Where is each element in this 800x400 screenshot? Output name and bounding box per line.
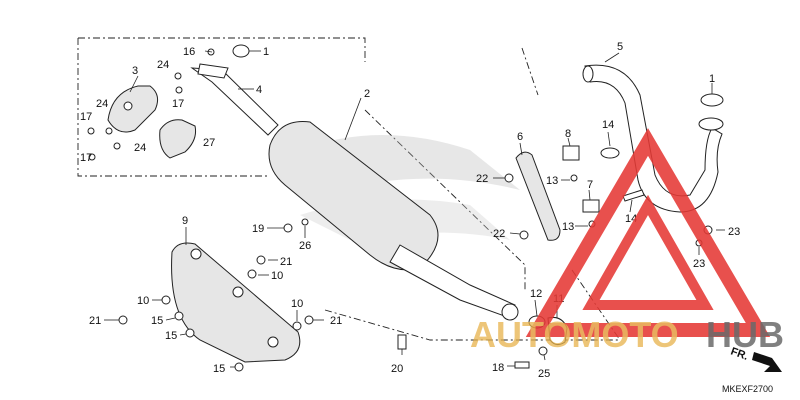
callout-12: 12 [530, 288, 542, 300]
callout-15: 15 [151, 315, 163, 327]
joint-pipe-4 [190, 63, 279, 136]
callout-24: 24 [157, 59, 169, 71]
callout-22: 22 [493, 228, 505, 240]
callout-21: 21 [89, 315, 101, 327]
callout-15: 15 [213, 363, 225, 375]
leader-lines [104, 50, 725, 368]
front-direction-indicator: FR. [729, 346, 782, 372]
callout-14: 14 [602, 119, 614, 131]
fasteners-top-left [87, 48, 215, 161]
callout-4: 4 [256, 84, 262, 96]
exhaust-pipe-5 [582, 64, 723, 213]
clamp-8 [562, 145, 580, 161]
callout-27: 27 [203, 137, 215, 149]
stay-7 [582, 199, 600, 213]
callout-21: 21 [280, 256, 292, 268]
callout-23: 23 [693, 258, 705, 270]
callout-15: 15 [165, 330, 177, 342]
watermark-text-left: AUTOMOTO [470, 314, 679, 355]
callout-1: 1 [709, 73, 715, 85]
callout-17: 17 [80, 111, 92, 123]
callout-20: 20 [391, 363, 403, 375]
callout-3: 3 [132, 65, 138, 77]
callout-10: 10 [271, 270, 283, 282]
callout-24: 24 [96, 98, 108, 110]
callout-19: 19 [252, 223, 264, 235]
callout-18: 18 [492, 362, 504, 374]
gasket-1-right [700, 93, 724, 107]
clamp-band-14 [600, 147, 620, 159]
callout-13: 13 [562, 221, 574, 233]
heat-guard-6 [515, 151, 561, 241]
heat-guard-group-frame [77, 37, 366, 177]
callout-2: 2 [364, 88, 370, 100]
callout-13: 13 [546, 175, 558, 187]
callout-1: 1 [263, 46, 269, 58]
callout-26: 26 [299, 240, 311, 252]
callout-21: 21 [330, 315, 342, 327]
callout-25: 25 [538, 368, 550, 380]
callout-17: 17 [80, 152, 92, 164]
gasket-1-top [232, 44, 250, 58]
front-direction-label: FR. [729, 346, 750, 363]
arrow-right-icon [752, 352, 782, 372]
callout-numbers: 16 1 3 24 24 24 17 17 17 27 4 2 5 1 6 8 … [80, 41, 740, 380]
callout-5: 5 [617, 41, 623, 53]
callout-9: 9 [182, 215, 188, 227]
callout-8: 8 [565, 128, 571, 140]
heat-shield-9 [171, 242, 301, 363]
callout-17: 17 [172, 98, 184, 110]
callout-7: 7 [587, 179, 593, 191]
watermark-logo: AUTOMOTO HUB [470, 128, 784, 355]
callout-10: 10 [291, 298, 303, 310]
heat-guard-27 [159, 119, 196, 159]
watermark-triangle-icon [525, 128, 771, 337]
callout-23: 23 [728, 226, 740, 238]
heat-guard-3 [107, 85, 159, 133]
spring-14 [622, 189, 645, 202]
diagram-code: MKEXF2700 [722, 384, 773, 394]
muffler-2 [268, 120, 519, 321]
pipe-flange [698, 117, 724, 131]
callout-24: 24 [134, 142, 146, 154]
callout-10: 10 [137, 295, 149, 307]
watermark-text-right: HUB [706, 314, 784, 355]
callout-6: 6 [517, 131, 523, 143]
callout-22: 22 [476, 173, 488, 185]
callout-16: 16 [183, 46, 195, 58]
